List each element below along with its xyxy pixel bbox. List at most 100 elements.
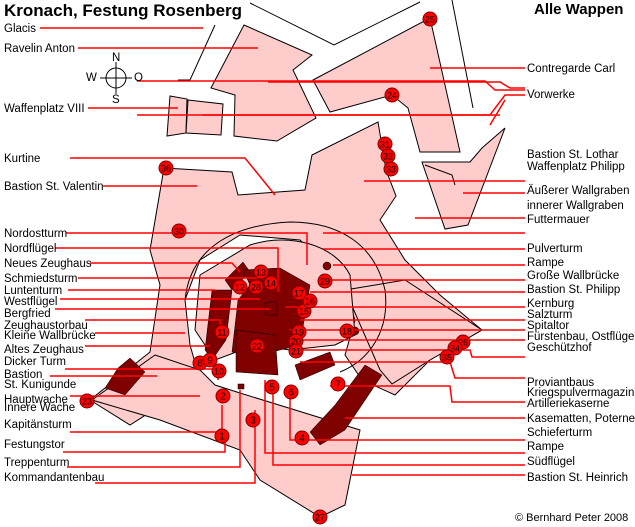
marker-32[interactable]: 32 (380, 148, 396, 164)
compass-rose (100, 62, 132, 94)
marker-2[interactable]: 2 (215, 388, 231, 404)
copyright: © Bernhard Peter 2008 (515, 512, 629, 524)
svg-text:25: 25 (425, 15, 435, 25)
marker-12[interactable]: 12 (232, 279, 248, 295)
svg-text:20: 20 (291, 337, 301, 347)
marker-35[interactable]: 35 (439, 349, 455, 365)
westfluegel (204, 289, 233, 361)
marker-9[interactable]: 9 (202, 352, 218, 368)
svg-text:33: 33 (386, 165, 396, 175)
kasematten (309, 364, 383, 446)
treppenturm (237, 383, 245, 390)
label-left-19: Innere Wache (4, 402, 76, 414)
svg-text:16: 16 (305, 297, 315, 307)
label-right-7: Pulverturm (527, 243, 583, 255)
label-left-15: Dicker Turm (4, 356, 66, 368)
svg-text:28: 28 (251, 283, 261, 293)
marker-3[interactable]: 3 (245, 412, 261, 428)
marker-14[interactable]: 14 (263, 275, 279, 291)
glacis-line-2 (249, 1, 421, 46)
marker-6[interactable]: 6 (283, 384, 299, 400)
svg-text:9: 9 (207, 356, 213, 367)
label-left-2: Waffenplatz VIII (4, 103, 85, 115)
svg-text:7: 7 (335, 380, 341, 391)
bergfried (264, 301, 278, 316)
marker-7[interactable]: 7 (330, 376, 346, 392)
marker-33[interactable]: 33 (383, 161, 399, 177)
marker-30[interactable]: 30 (171, 223, 187, 239)
svg-text:3: 3 (250, 416, 256, 427)
marker-25[interactable]: 25 (422, 11, 438, 27)
marker-24[interactable]: 24 (384, 87, 400, 103)
label-left-18: Hauptwache (4, 394, 68, 406)
svg-text:17: 17 (294, 289, 304, 299)
svg-text:27: 27 (315, 513, 325, 523)
label-right-15: Geschützhof (527, 342, 592, 354)
waffenplatz-philipp (421, 127, 506, 230)
label-left-12: Zeughaustorbau (4, 320, 88, 332)
svg-text:23: 23 (82, 397, 92, 407)
label-left-3: Kurtine (4, 153, 41, 165)
compass-south: S (112, 94, 120, 106)
inner-wallgraben (184, 221, 387, 373)
label-left-16: Bastion (4, 369, 43, 381)
pulverturm (322, 261, 332, 271)
label-left-11: Bergfried (4, 308, 51, 320)
marker-13[interactable]: 13 (253, 264, 269, 280)
marker-27[interactable]: 27 (312, 509, 328, 525)
label-right-2: Bastion St. Lothar (527, 149, 619, 161)
label-right-8: Rampe (527, 257, 565, 269)
marker-22[interactable]: 22 (249, 338, 265, 354)
marker-21[interactable]: 21 (288, 343, 304, 359)
svg-text:31: 31 (380, 140, 390, 150)
compass-east: O (134, 72, 143, 84)
label-right-3: Waffenplatz Philipp (527, 161, 625, 173)
svg-text:24: 24 (387, 91, 397, 101)
label-left-9: Luntenturm (4, 285, 63, 297)
artilleriekaserne (294, 351, 336, 381)
glacis-line-3 (451, 0, 474, 109)
marker-17[interactable]: 17 (291, 285, 307, 301)
marker-18[interactable]: 18 (339, 323, 355, 339)
label-right-21: Rampe (527, 441, 565, 453)
label-right-16: Proviantbaus (527, 377, 595, 389)
svg-text:5: 5 (269, 383, 275, 394)
marker-1[interactable]: 1 (214, 428, 230, 444)
marker-36[interactable]: 36 (158, 160, 174, 176)
label-right-5: innerer Wallgraben (527, 200, 624, 212)
svg-text:21: 21 (291, 347, 301, 357)
label-left-10: Westflügel (4, 296, 58, 308)
marker-5[interactable]: 5 (264, 379, 280, 395)
waffenplatz-viii-b (185, 99, 224, 136)
marker-10[interactable]: 10 (211, 363, 227, 379)
svg-text:4: 4 (299, 434, 305, 445)
svg-text:22: 22 (252, 342, 262, 352)
marker-31[interactable]: 31 (377, 136, 393, 152)
marker-29[interactable]: 29 (317, 273, 333, 289)
label-left-22: Treppenturm (4, 457, 70, 469)
label-left-6: Nordflügel (4, 243, 57, 255)
page-title: Kronach, Festung Rosenberg (4, 1, 243, 20)
marker-23[interactable]: 23 (79, 393, 95, 409)
label-right-9: Große Wallbrücke (527, 270, 620, 282)
label-right-11: Kernburg (527, 298, 575, 310)
svg-text:26: 26 (458, 338, 468, 348)
marker-11[interactable]: 11 (214, 324, 230, 340)
label-left-5: Nordostturm (4, 228, 68, 240)
label-left-17: St. Kunigunde (4, 379, 77, 391)
svg-text:14: 14 (266, 279, 276, 289)
ravelin-anton (210, 24, 317, 142)
waffenplatz-viii (166, 95, 188, 137)
marker-16[interactable]: 16 (302, 293, 318, 309)
svg-text:13: 13 (256, 268, 266, 278)
svg-text:8: 8 (197, 359, 203, 370)
compass-north: N (112, 52, 121, 64)
svg-text:30: 30 (174, 227, 184, 237)
marker-4[interactable]: 4 (294, 430, 310, 446)
label-left-23: Kommandantenbau (4, 472, 105, 484)
marker-28[interactable]: 28 (248, 279, 264, 295)
label-right-23: Bastion St. Heinrich (527, 472, 628, 484)
svg-text:2: 2 (220, 392, 226, 403)
contregarde-carl (312, 17, 461, 153)
